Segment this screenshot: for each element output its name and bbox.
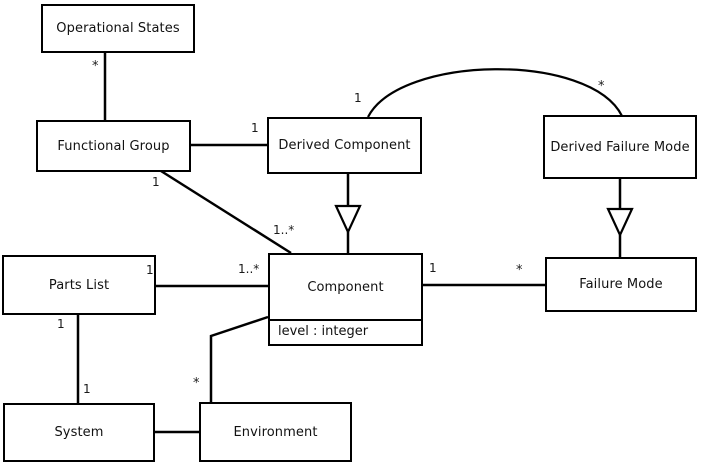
edge-functional-group-component[interactable] — [160, 169, 292, 255]
multiplicity-parts-list-system-bottom: 1 — [83, 382, 91, 396]
multiplicity-derived-component-arc: 1 — [354, 91, 362, 105]
class-name-failure-mode: Failure Mode — [579, 277, 663, 292]
multiplicity-parts-list-component-near: 1 — [146, 263, 154, 277]
multiplicity-parts-list-system-top: 1 — [57, 317, 65, 331]
multiplicity-functional-group-component-near: 1 — [152, 175, 160, 189]
multiplicity-derived-failure-mode-arc: * — [598, 79, 605, 94]
multiplicity-operational-states-functional-group: * — [92, 59, 99, 74]
class-name-functional-group: Functional Group — [57, 138, 170, 154]
multiplicity-functional-group-component-far: 1..* — [273, 223, 295, 237]
multiplicity-environment-component: * — [193, 376, 200, 391]
class-name-component: Component — [307, 279, 384, 295]
class-box-operational-states[interactable]: Operational States — [41, 4, 195, 53]
generalization-triangle-failure-mode — [606, 207, 634, 238]
multiplicity-parts-list-component-far: 1..* — [238, 262, 260, 276]
class-box-failure-mode[interactable]: Failure Mode — [545, 257, 697, 312]
class-name-derived-component: Derived Component — [278, 138, 411, 153]
class-box-system[interactable]: System — [3, 403, 155, 462]
multiplicity-component-failure-mode-far: * — [516, 263, 523, 278]
edge-environment-component[interactable] — [209, 315, 269, 402]
multiplicity-component-failure-mode-near: 1 — [429, 261, 437, 275]
class-name-parts-list: Parts List — [48, 277, 110, 293]
class-box-derived-component[interactable]: Derived Component — [267, 117, 422, 174]
class-name-system: System — [54, 425, 104, 440]
class-attribute-level: level : integer — [278, 324, 369, 339]
class-name-environment: Environment — [233, 424, 318, 440]
class-name-operational-states: Operational States — [56, 21, 180, 36]
generalization-triangle-component — [334, 204, 362, 235]
class-box-functional-group[interactable]: Functional Group — [36, 120, 191, 172]
class-box-environment[interactable]: Environment — [199, 402, 352, 462]
class-box-parts-list[interactable]: Parts List — [2, 255, 156, 315]
class-box-component[interactable]: Component level : integer — [268, 253, 423, 346]
class-box-derived-failure-mode[interactable]: Derived Failure Mode — [543, 115, 697, 179]
multiplicity-functional-group-derived-component: 1 — [251, 121, 259, 135]
edge-derived-component-derived-failure-mode[interactable] — [367, 68, 623, 118]
class-attributes-component: level : integer — [270, 319, 421, 342]
class-name-derived-failure-mode: Derived Failure Mode — [550, 139, 690, 155]
